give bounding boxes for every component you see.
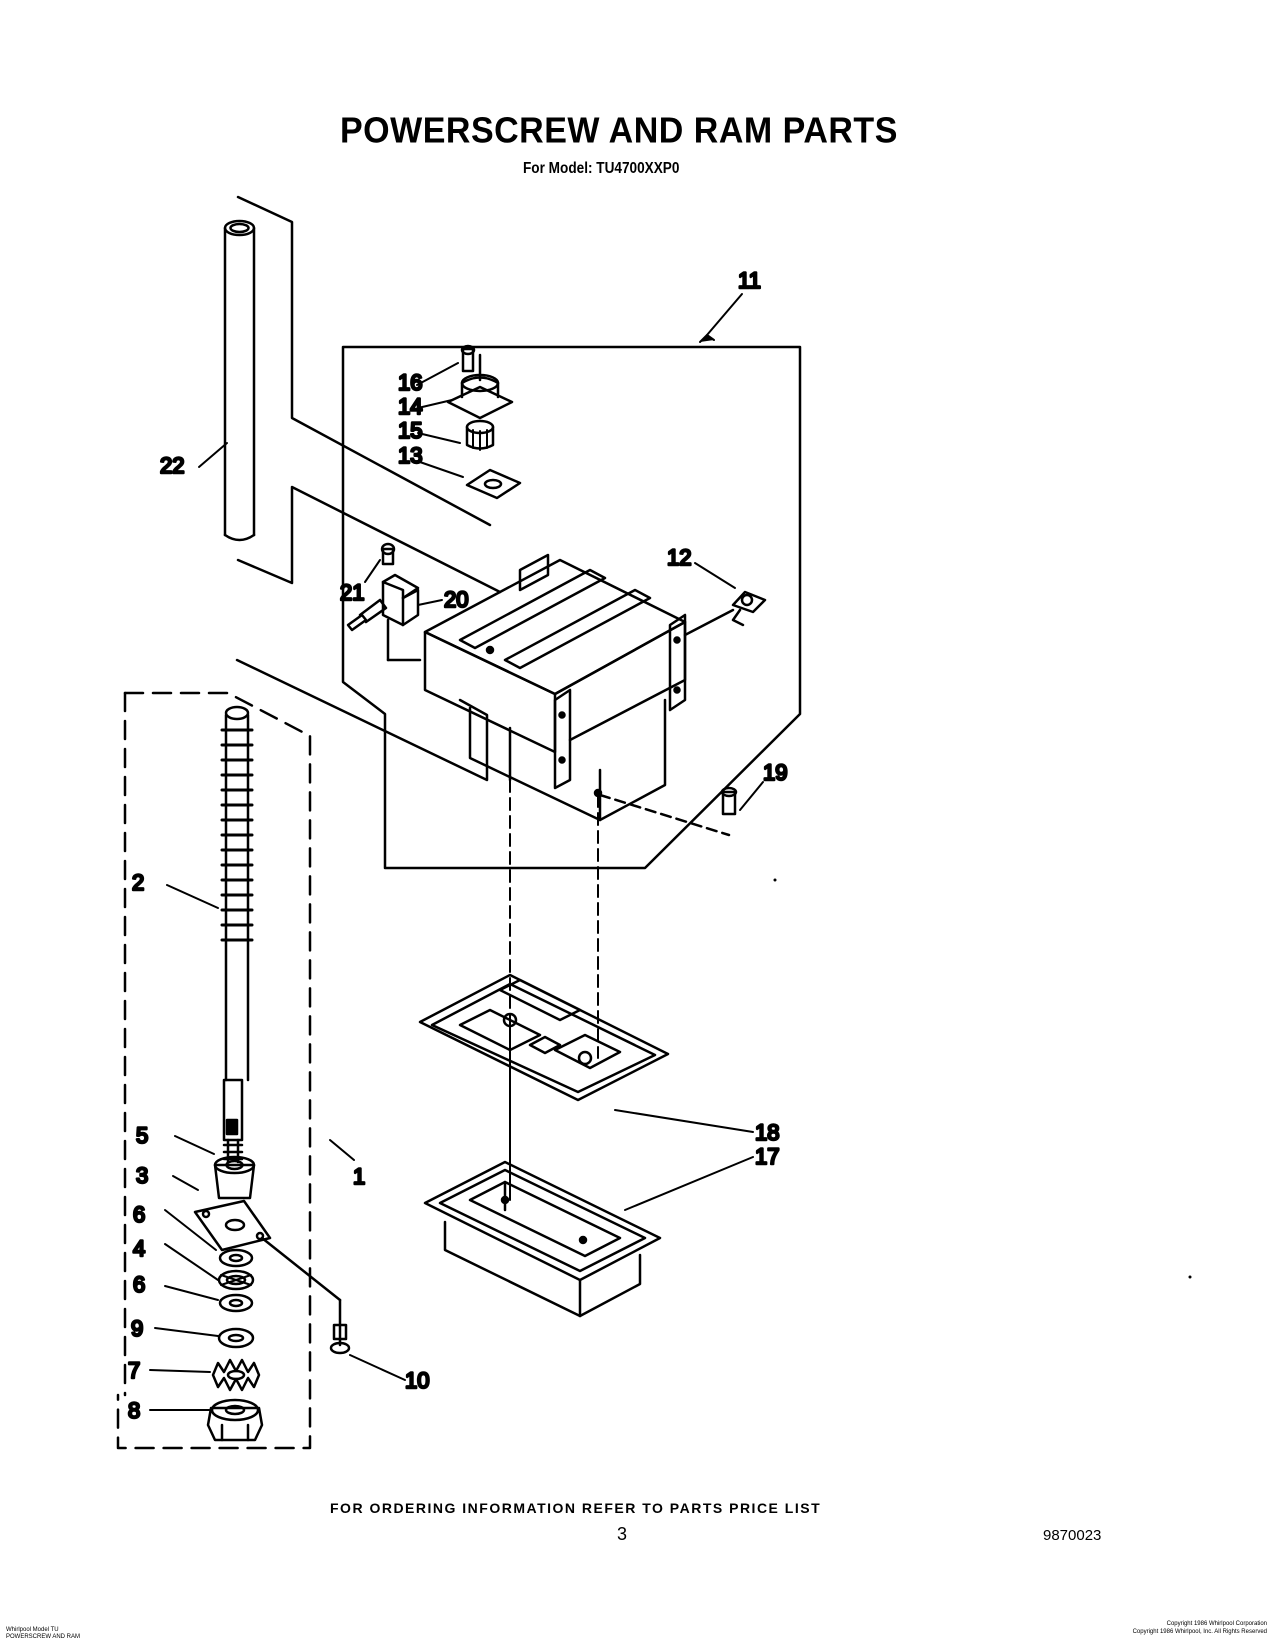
fine-print-left: Whirlpool Model TU POWERSCREW AND RAM [6, 1627, 80, 1641]
part-2-powerscrew [220, 705, 254, 1164]
page-title: POWERSCREW AND RAM PARTS [340, 111, 898, 151]
callout-16: 16 [398, 370, 422, 395]
part-18-gasket [418, 973, 670, 1102]
callout-21: 21 [340, 580, 364, 605]
callout-4: 4 [133, 1236, 145, 1261]
callout-14: 14 [398, 394, 422, 419]
callout-9: 9 [131, 1316, 143, 1341]
callout-22: 22 [160, 453, 184, 478]
fine-print-right-line: Copyright 1986 Whirlpool Corporation [1166, 1621, 1267, 1627]
callout-20: 20 [444, 587, 468, 612]
callout-1: 1 [353, 1164, 365, 1189]
callout-6-upper: 6 [133, 1202, 145, 1227]
callout-7: 7 [128, 1358, 140, 1383]
part-12-clip [731, 590, 767, 627]
fine-print-right-line: Copyright 1986 Whirlpool, Inc. All Right… [1132, 1629, 1267, 1635]
part-15-nut [465, 419, 495, 451]
callout-13: 13 [398, 443, 422, 468]
callout-15: 15 [398, 418, 422, 443]
document-number: 9870023 [1043, 1527, 1102, 1544]
part-22-ram-tube [223, 219, 256, 542]
part-6-washer-upper [218, 1248, 254, 1268]
callout-6-lower: 6 [133, 1272, 145, 1297]
part-14-mount [446, 353, 514, 420]
connector-22-bottom [236, 485, 502, 594]
ram-housing [423, 553, 735, 837]
fine-print-left-line: Whirlpool Model TU [6, 1627, 59, 1633]
part-3-bracket [193, 1199, 272, 1252]
part-9-washer [217, 1327, 255, 1349]
part-16-screw [460, 344, 476, 373]
connector-22-top [236, 195, 492, 527]
part-7-sprocket [211, 1358, 261, 1392]
callout-5: 5 [136, 1123, 148, 1148]
part-10-screw [260, 1236, 351, 1355]
model-subtitle: For Model: TU4700XXP0 [523, 160, 680, 177]
part-5-bushing [213, 1155, 256, 1200]
fine-print-right: Copyright 1986 Whirlpool Corporation Cop… [1002, 1620, 1267, 1636]
callout-17: 17 [755, 1144, 779, 1169]
part-20-bracket [381, 573, 422, 662]
part-19-screw [720, 786, 738, 816]
callout-11: 11 [738, 268, 761, 293]
ordering-note: FOR ORDERING INFORMATION REFER TO PARTS … [330, 1500, 822, 1516]
alignment-lines [509, 779, 599, 1201]
callout-3: 3 [136, 1163, 148, 1188]
callout-18: 18 [755, 1120, 779, 1145]
fine-print-left-line: POWERSCREW AND RAM [6, 1634, 81, 1640]
part-8-nut [206, 1398, 264, 1442]
callout-12: 12 [667, 545, 691, 570]
callout-19: 19 [763, 760, 787, 785]
part-6-washer-lower [218, 1293, 254, 1313]
part-4-bearing [217, 1269, 255, 1291]
group-1-outline [116, 691, 312, 1450]
page-number: 3 [617, 1524, 628, 1544]
callout-arrows [149, 293, 764, 1411]
connector-2-top [235, 658, 489, 782]
callout-8: 8 [128, 1398, 140, 1423]
callout-10: 10 [405, 1368, 429, 1393]
callout-2: 2 [132, 870, 144, 895]
part-17-tray [423, 1160, 662, 1318]
part-13-plate [465, 468, 522, 500]
group-11-outline [341, 345, 802, 870]
